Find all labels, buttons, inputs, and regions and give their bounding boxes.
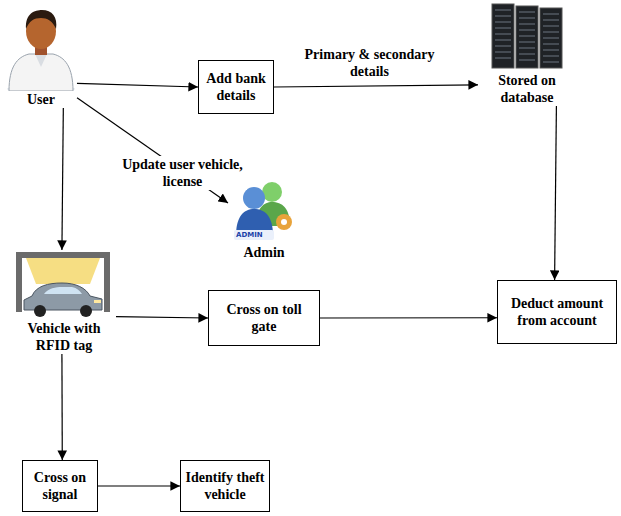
box-text: Identify theft vehicle <box>185 469 265 503</box>
arrow-connector <box>62 108 63 250</box>
arrow-connector <box>555 106 557 280</box>
text-column: Stored on database <box>478 72 576 106</box>
arrow-connector <box>77 83 198 87</box>
arrow-connector <box>274 85 478 87</box>
box-text: Add bank details <box>203 70 269 104</box>
icon-node: User <box>5 5 77 108</box>
arrow-connector <box>320 317 497 318</box>
icon-caption: User <box>5 91 77 108</box>
db-icon <box>478 0 576 72</box>
arrow-connector <box>98 485 180 486</box>
arrow-connector <box>116 317 208 318</box>
process-box: Deduct amount from account <box>497 280 617 344</box>
icon-area <box>478 0 576 72</box>
box-text: Cross on signal <box>27 469 93 503</box>
text-column: Identify theft vehicle <box>185 469 265 503</box>
text-column: Cross on signal <box>27 469 93 503</box>
icon-area <box>12 250 116 320</box>
icon-node: Stored on database <box>478 0 576 106</box>
process-box: Cross on signal <box>22 460 98 512</box>
icon-node: Vehicle with RFID tag <box>12 250 116 354</box>
text-column: Admin <box>228 244 300 261</box>
icon-label: ADMIN <box>236 231 263 239</box>
text-column: Vehicle with RFID tag <box>12 320 116 354</box>
box-text: Cross on toll gate <box>213 301 315 335</box>
icon-caption: Vehicle with RFID tag <box>12 320 116 354</box>
text-column: Deduct amount from account <box>502 295 612 329</box>
edge-label: Update user vehicle, license <box>118 156 247 190</box>
car-icon <box>14 250 114 320</box>
icon-caption: Admin <box>228 244 300 261</box>
text-column: Cross on toll gate <box>213 301 315 335</box>
icon-node: Admin <box>228 178 300 261</box>
box-text: Deduct amount from account <box>502 295 612 329</box>
edge-label: Primary & secondary details <box>300 46 439 80</box>
icon-area <box>5 5 77 91</box>
process-box: Cross on toll gate <box>208 290 320 346</box>
user-icon <box>5 5 77 91</box>
process-box: Add bank details <box>198 60 274 114</box>
arrow-connector <box>61 354 63 460</box>
icon-caption: Stored on database <box>478 72 576 106</box>
process-box: Identify theft vehicle <box>180 460 270 512</box>
text-column: Add bank details <box>203 70 269 104</box>
text-column: User <box>5 91 77 108</box>
